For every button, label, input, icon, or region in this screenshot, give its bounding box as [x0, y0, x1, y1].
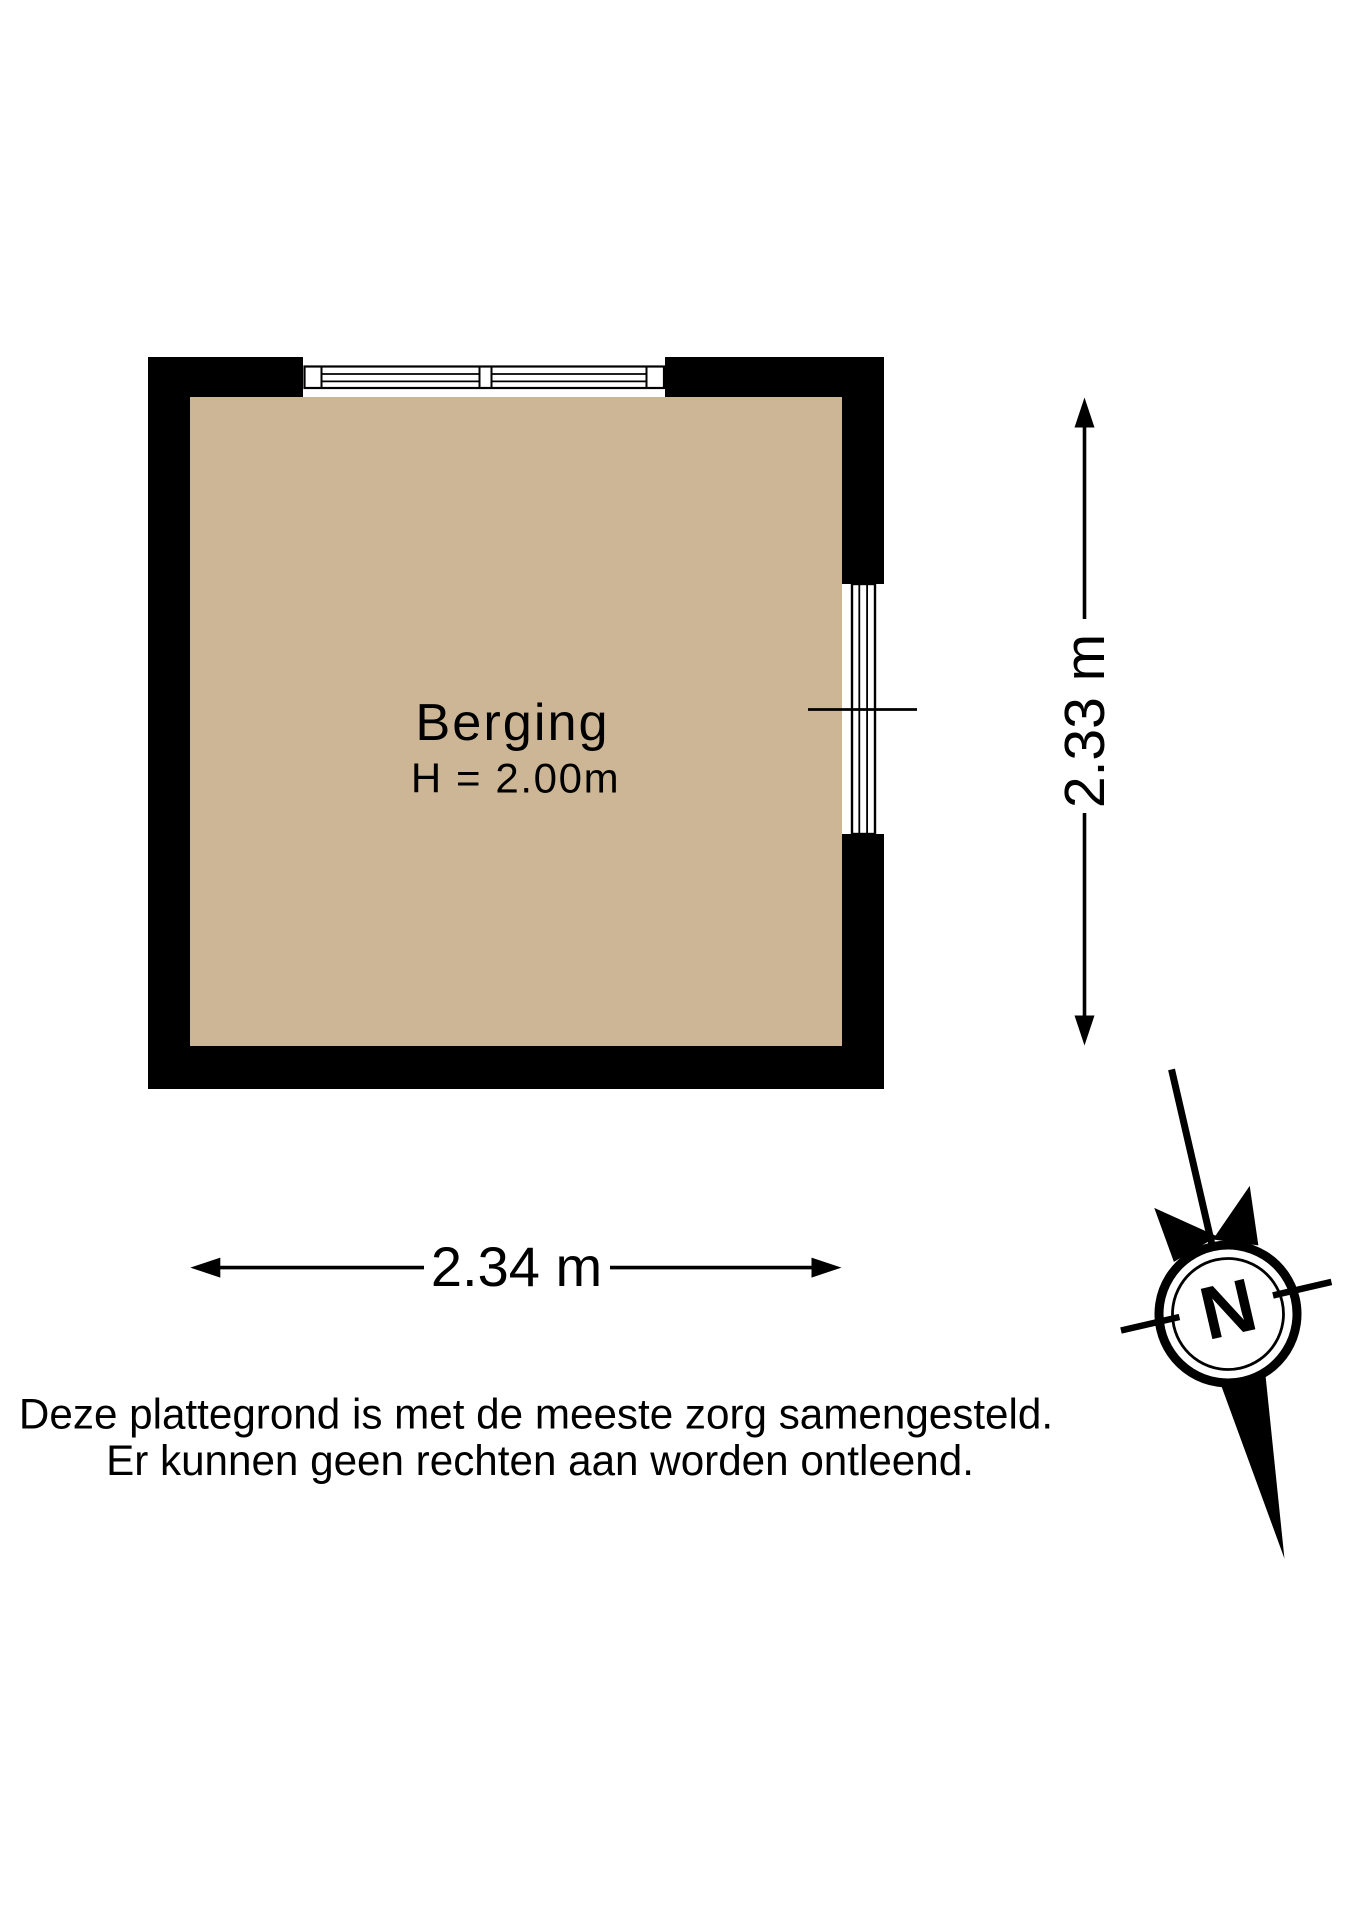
svg-text:Er kunnen geen rechten aan wor: Er kunnen geen rechten aan worden ontlee…	[106, 1437, 974, 1484]
svg-text:Berging: Berging	[415, 694, 609, 752]
svg-text:H = 2.00m: H = 2.00m	[411, 755, 620, 802]
svg-text:2.33 m: 2.33 m	[1053, 634, 1117, 808]
svg-text:Deze plattegrond is met de mee: Deze plattegrond is met de meeste zorg s…	[19, 1391, 1053, 1438]
svg-text:2.34 m: 2.34 m	[431, 1235, 602, 1298]
